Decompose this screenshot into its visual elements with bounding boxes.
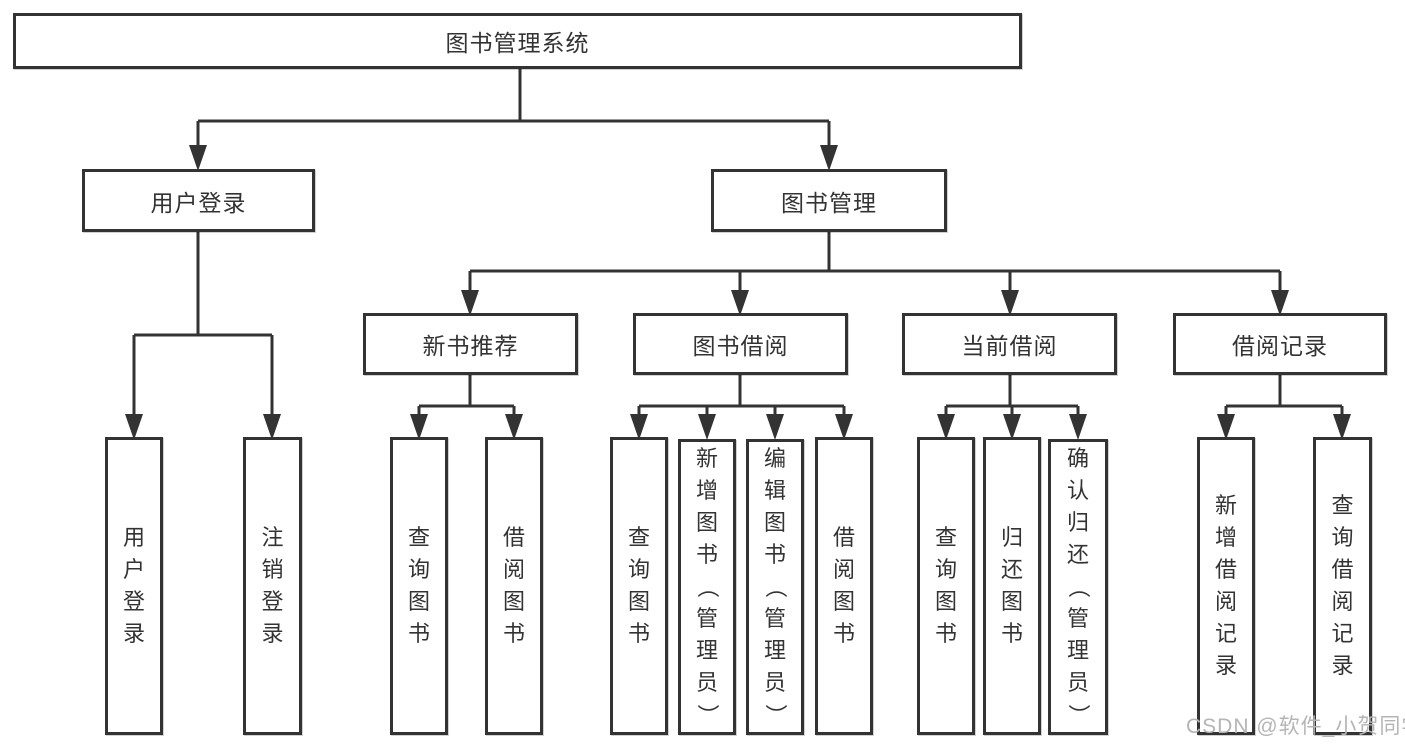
leaf-edit-books-admin: 编辑图书（管理员） — [746, 439, 804, 735]
arrow-icon — [1069, 414, 1087, 440]
node-label: 归还图书 — [1000, 525, 1023, 646]
arrowheads — [125, 145, 1351, 440]
node-label: 借阅图书 — [502, 525, 525, 646]
arrow-icon — [189, 145, 207, 171]
arrow-icon — [1001, 290, 1019, 316]
leaf-logout: 注销登录 — [243, 437, 302, 735]
leaf-borrow-books: 借阅图书 — [815, 437, 873, 735]
arrow-icon — [410, 414, 428, 440]
connector-root — [196, 68, 831, 150]
arrow-icon — [937, 414, 955, 440]
leaf-confirm-return-admin: 确认归还（管理员） — [1048, 439, 1108, 735]
node-new-book-recommend: 新书推荐 — [363, 313, 578, 375]
arrow-icon — [1271, 290, 1289, 316]
arrow-icon — [835, 414, 853, 440]
node-label: 借阅图书 — [832, 525, 855, 646]
node-label: 用户登录 — [122, 525, 145, 646]
node-label: 注销登录 — [261, 525, 284, 646]
arrow-icon — [1217, 414, 1235, 440]
arrow-icon — [630, 414, 648, 440]
connector-new-book-recommend — [417, 375, 516, 417]
node-label: 当前借阅 — [961, 333, 1058, 359]
connector-borrow-records — [1224, 375, 1344, 417]
arrow-icon — [505, 414, 523, 440]
node-label: 确认归还（管理员） — [1065, 446, 1091, 727]
connector-user-login — [132, 232, 274, 417]
node-label: 查询图书 — [627, 525, 650, 646]
arrow-icon — [731, 290, 749, 316]
arrow-icon — [698, 414, 716, 440]
node-book-borrow: 图书借阅 — [633, 313, 848, 375]
leaf-add-borrow-record: 新增借阅记录 — [1197, 437, 1255, 735]
leaf-borrow-books-recommend: 借阅图书 — [485, 437, 543, 735]
arrow-icon — [461, 290, 479, 316]
leaf-query-books-recommend: 查询图书 — [390, 437, 448, 735]
connector-book-borrow — [637, 375, 846, 417]
arrow-icon — [1333, 414, 1351, 440]
node-label: 查询图书 — [934, 525, 957, 646]
arrow-icon — [125, 414, 143, 440]
leaf-return-books: 归还图书 — [983, 437, 1041, 735]
watermark: CSDN @软件_小贺同学 — [1186, 715, 1405, 738]
arrow-icon — [820, 145, 838, 171]
leaf-query-books-borrow: 查询图书 — [610, 437, 668, 735]
connector-book-mgmt — [468, 232, 1282, 294]
leaf-user-login: 用户登录 — [105, 437, 163, 735]
arrow-icon — [263, 414, 281, 440]
arrow-icon — [766, 414, 784, 440]
node-library-management-system: 图书管理系统 — [13, 13, 1022, 69]
node-label: 借阅记录 — [1232, 333, 1328, 359]
node-label: 编辑图书（管理员） — [762, 446, 788, 727]
node-current-borrow: 当前借阅 — [902, 313, 1117, 375]
leaf-query-borrow-record: 查询借阅记录 — [1313, 437, 1372, 735]
node-label: 查询图书 — [407, 525, 430, 646]
node-book-management: 图书管理 — [711, 169, 947, 232]
node-label: 图书借阅 — [692, 333, 789, 359]
connector-current-borrow — [944, 375, 1080, 417]
node-label: 新增图书（管理员） — [694, 446, 720, 727]
node-user-login: 用户登录 — [82, 169, 315, 232]
arrow-icon — [1003, 414, 1021, 440]
node-label: 图书管理系统 — [445, 30, 590, 56]
node-label: 新增借阅记录 — [1214, 493, 1237, 678]
leaf-query-books-current: 查询图书 — [917, 437, 975, 735]
node-label: 图书管理 — [781, 189, 877, 216]
node-label: 查询借阅记录 — [1331, 493, 1354, 678]
leaf-add-books-admin: 新增图书（管理员） — [678, 439, 736, 735]
node-borrow-records: 借阅记录 — [1173, 313, 1387, 375]
node-label: 用户登录 — [150, 189, 247, 216]
node-label: 新书推荐 — [422, 333, 519, 359]
